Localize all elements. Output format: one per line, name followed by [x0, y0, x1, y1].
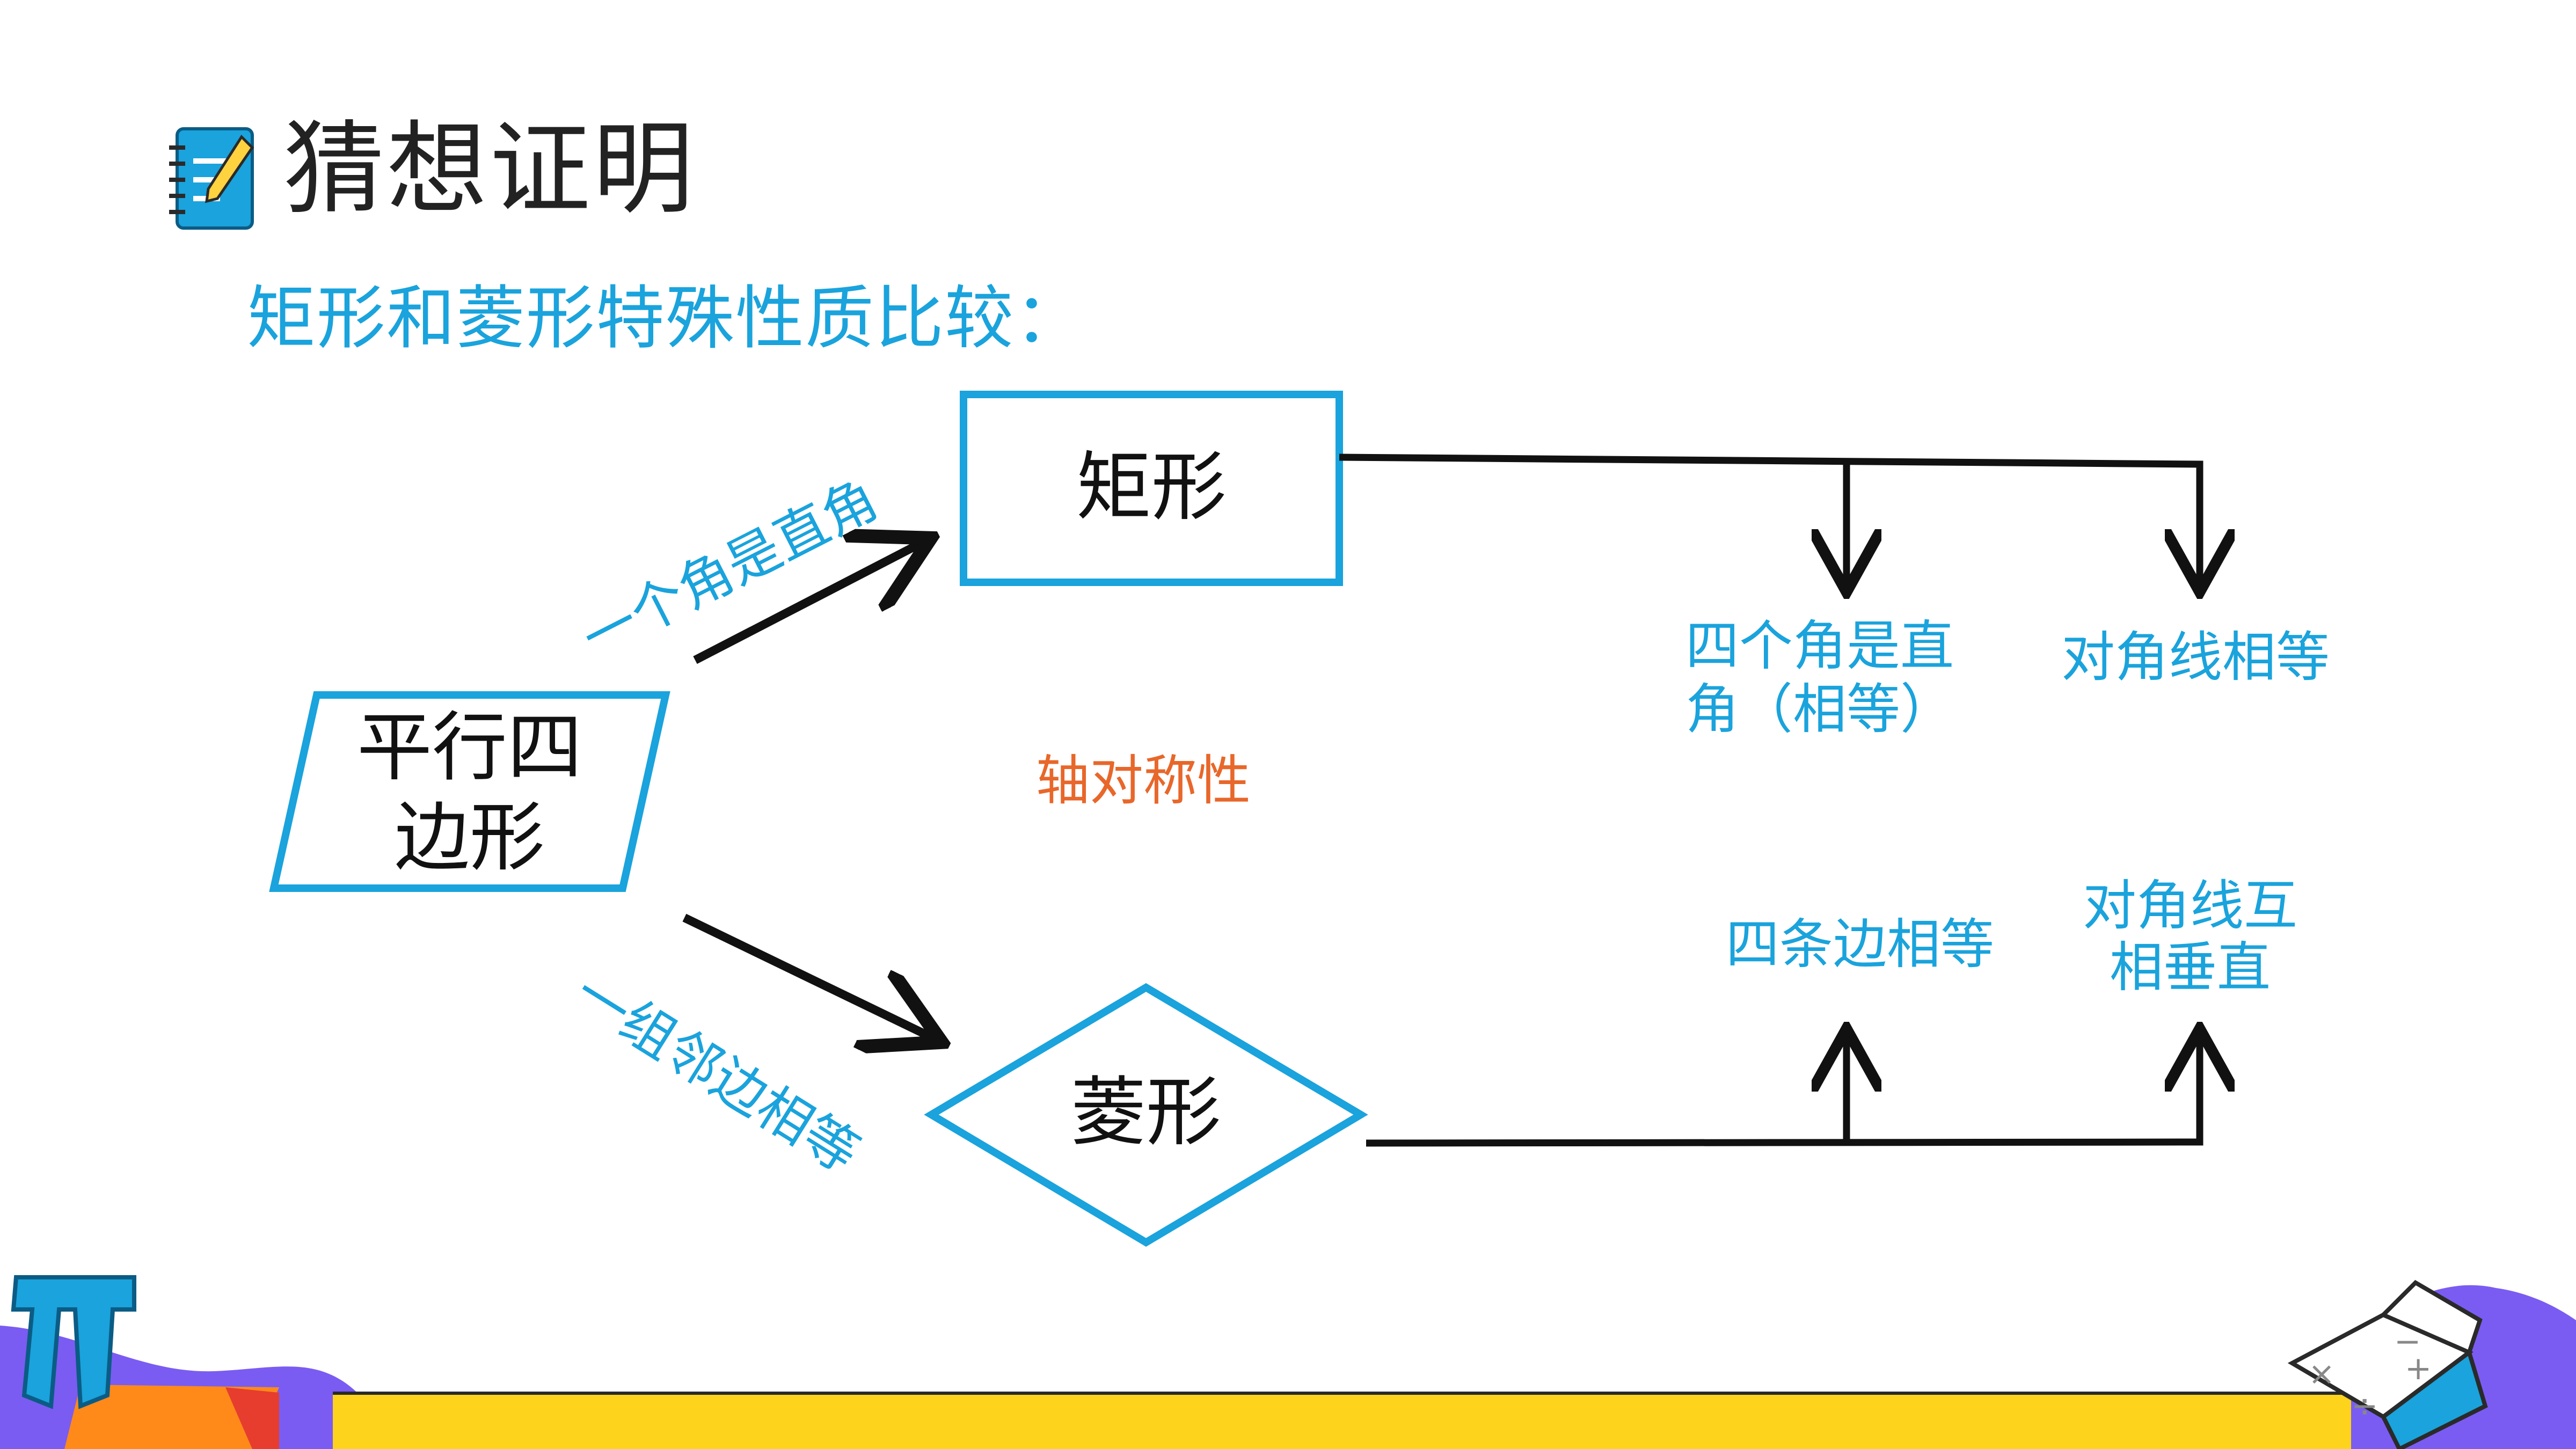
svg-text:−: −: [2394, 1323, 2421, 1360]
rectangle-node-label: 矩形: [1076, 444, 1227, 531]
arrow-to-rectangle: [693, 542, 923, 664]
rectangle-node-shape: [960, 391, 1343, 586]
rect-prop-angles: 四个角是直角（相等）: [1685, 614, 1954, 741]
svg-text:+: +: [2405, 1350, 2432, 1387]
pi-icon: [11, 1275, 279, 1449]
arrow-to-rhombus: [682, 913, 934, 1038]
svg-text:×: ×: [2308, 1355, 2335, 1393]
math-book-icon: × − + ÷: [2287, 1279, 2488, 1449]
parallelogram-node-shape: [269, 691, 670, 892]
rhombus-node-shape: [924, 983, 1368, 1247]
rhombus-prop-diagonals: 对角线互相垂直: [2083, 874, 2297, 999]
svg-text:÷: ÷: [2351, 1387, 2378, 1425]
notebook-icon: [169, 127, 254, 230]
page-title: 猜想证明: [283, 111, 696, 228]
parallelogram-node-label: 平行四边形: [356, 704, 582, 882]
rhombus-property-connector: [1366, 1052, 2203, 1147]
rhombus-node-label: 菱形: [1070, 1069, 1221, 1157]
page-subtitle: 矩形和菱形特殊性质比较：: [247, 279, 1085, 358]
shared-property-label: 轴对称性: [1036, 749, 1251, 812]
rhombus-prop-sides: 四条边相等: [1726, 913, 1994, 976]
rect-prop-diagonals: 对角线相等: [2061, 626, 2330, 689]
rectangle-property-connector: [1339, 453, 2203, 580]
footer-decoration: [0, 1285, 2576, 1449]
